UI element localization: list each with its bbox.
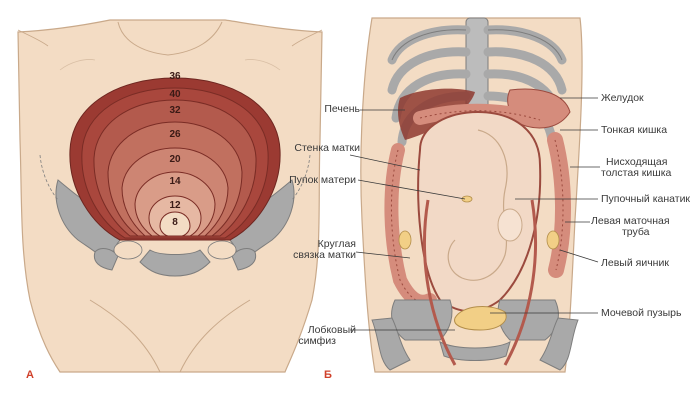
label-umbilical-cord: Пупочный канатик [601, 193, 691, 205]
fundal-height-36: 36 [169, 71, 181, 82]
label-pubic-symphysis-2: симфиз [298, 335, 336, 347]
label-fallopian-tube-1: Левая маточная [591, 215, 670, 227]
ovary-shape [398, 230, 560, 250]
panel-letter-a: А [26, 369, 34, 381]
panel-letter-b: Б [324, 369, 332, 381]
fundal-height-rings [69, 77, 281, 241]
fundal-height-26: 26 [169, 129, 181, 140]
pelvis-b [371, 299, 579, 371]
label-round-ligament-1: Круглая [317, 238, 356, 250]
round-ligaments [423, 199, 537, 366]
fundal-height-8: 8 [172, 217, 178, 228]
uterus [417, 110, 542, 313]
label-bladder: Мочевой пузырь [601, 307, 682, 319]
label-navel: Пупок матери [289, 174, 356, 186]
fundal-height-14: 14 [169, 176, 181, 187]
label-pubic-symphysis-1: Лобковый [307, 324, 356, 336]
fundal-height-20: 20 [169, 154, 181, 165]
fundal-height-32: 32 [169, 105, 181, 116]
fundal-height-40: 40 [169, 89, 181, 100]
label-stomach: Желудок [601, 92, 644, 104]
leader-lines [349, 97, 600, 331]
label-descending-colon-2: толстая кишка [601, 167, 672, 179]
bladder-shape [454, 306, 507, 331]
label-round-ligament-2: связка матки [293, 249, 356, 261]
label-left-ovary: Левый яичник [601, 257, 669, 269]
label-uterine-wall: Стенка матки [294, 142, 360, 154]
label-fallopian-tube-2: труба [622, 226, 650, 238]
label-descending-colon-1: Нисходящая [606, 156, 668, 168]
fundal-height-12: 12 [169, 200, 181, 211]
label-small-intestine: Тонкая кишка [601, 124, 668, 136]
label-liver: Печень [324, 103, 360, 115]
